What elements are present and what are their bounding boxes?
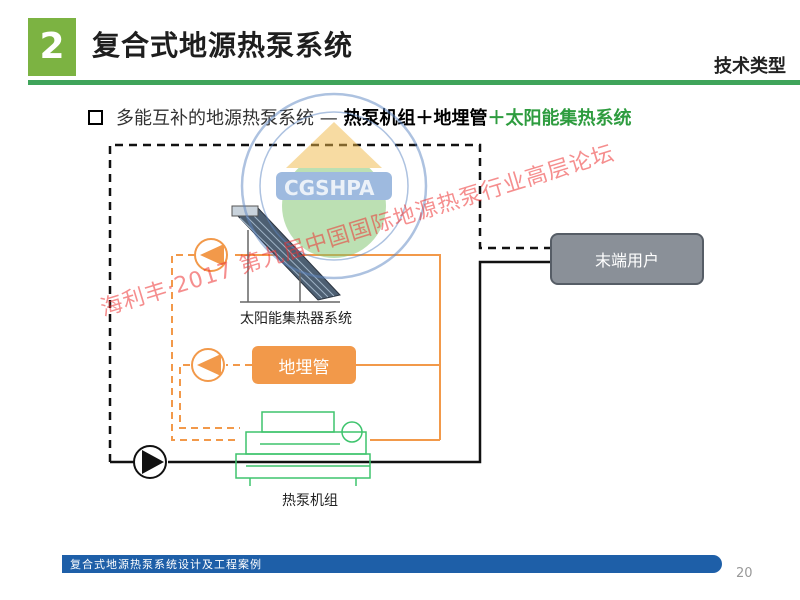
pump-icon-solar [194,238,228,272]
heat-pump-unit-icon [235,411,371,486]
watermark-seal-icon [240,92,428,280]
bullet-text: 多能互补的地源热泵系统 — 热泵机组＋地埋管＋太阳能集热系统 [116,104,631,130]
category-label: 技术类型 [714,56,786,77]
section-number: 2 [28,18,76,76]
header-divider [28,80,800,85]
orange-loops [171,254,441,441]
bullet-prefix: 多能互补的地源热泵系统 — [116,108,338,129]
solar-collector-label: 太阳能集热器系统 [240,311,352,327]
end-user-box: 末端用户 [550,233,704,285]
pump-icon-main [133,445,167,479]
page-number: 20 [736,566,753,581]
bullet-square-icon [88,110,103,125]
pump-icon-ground [191,348,225,382]
ground-pipe-box: 地埋管 [252,346,356,384]
black-loop [108,143,550,464]
watermark-logo-text: CGSHPA [284,176,375,200]
bullet-green: ＋太阳能集热系统 [487,108,632,129]
heat-pump-unit-label: 热泵机组 [282,493,338,509]
footer-caption: 复合式地源热泵系统设计及工程案例 [70,558,262,571]
bullet-bold: 热泵机组＋地埋管 [343,108,488,129]
footer-bar [62,555,722,573]
page-title: 复合式地源热泵系统 [92,29,354,62]
